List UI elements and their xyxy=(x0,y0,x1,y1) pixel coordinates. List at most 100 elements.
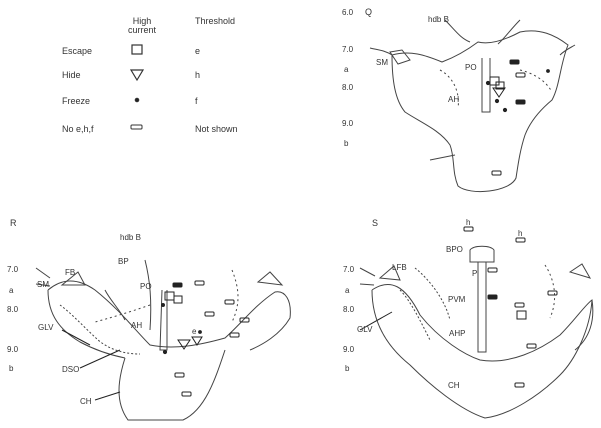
label-r-po: PO xyxy=(140,282,152,291)
label-q-sm: SM xyxy=(376,58,388,67)
label-r-sm: SM xyxy=(37,280,49,289)
marker-dot xyxy=(162,349,168,355)
panel-s-markers xyxy=(463,226,558,388)
axis-r-9: 9.0 xyxy=(7,345,19,354)
marker-bar xyxy=(487,267,498,273)
axis-q-6: 6.0 xyxy=(342,8,354,17)
marker-square xyxy=(173,295,183,304)
label-s-h2: h xyxy=(518,229,523,238)
label-r-ch: CH xyxy=(80,397,92,406)
legend-threshold-not-shown: Not shown xyxy=(195,124,238,134)
panel-r-outline xyxy=(35,259,291,421)
legend-threshold-e: e xyxy=(195,46,201,56)
axis-q-b: b xyxy=(344,139,349,148)
marker-bar xyxy=(224,299,235,305)
marker-bar xyxy=(515,99,526,105)
panel-s-pointers xyxy=(359,311,393,331)
marker-bar xyxy=(487,294,498,300)
label-s-h1: h xyxy=(466,218,471,227)
label-q-ah: AH xyxy=(448,95,460,104)
label-s-glv: GLV xyxy=(357,325,373,334)
axis-q-a: a xyxy=(344,65,349,74)
marker-dot xyxy=(502,107,508,113)
legend-label-escape: Escape xyxy=(62,46,93,56)
panel-q-outline xyxy=(369,19,576,192)
marker-bar xyxy=(181,391,192,397)
marker-dot xyxy=(494,98,500,104)
axis-r-a: a xyxy=(9,286,14,295)
marker-bar xyxy=(172,282,183,288)
marker-dot xyxy=(161,303,165,307)
panel-r-markers xyxy=(161,280,250,397)
axis-s-8: 8.0 xyxy=(343,305,355,314)
marker-triangle xyxy=(177,339,191,350)
legend-header-threshold: Threshold xyxy=(195,16,236,26)
marker-bar xyxy=(509,59,520,65)
label-r-bp: BP xyxy=(118,257,129,266)
marker-bar xyxy=(514,302,525,308)
legend-label-no-ehf: No e,h,f xyxy=(62,124,94,134)
triangle-down-icon xyxy=(129,69,145,82)
label-s-ch: CH xyxy=(448,381,460,390)
panel-s-outline xyxy=(359,245,594,419)
label-r-hdb: hdb B xyxy=(120,233,141,242)
label-q-hdb: hdb B xyxy=(428,15,449,24)
legend-header-high-current: High current xyxy=(127,16,156,35)
panel-r-pointers xyxy=(61,329,121,401)
marker-bar xyxy=(229,332,240,338)
axis-q-7: 7.0 xyxy=(342,45,354,54)
label-r-e: e xyxy=(192,327,197,336)
marker-bar xyxy=(239,317,250,323)
marker-bar xyxy=(547,290,558,296)
label-q-po: PO xyxy=(465,63,477,72)
axis-r-8: 8.0 xyxy=(7,305,19,314)
bar-icon xyxy=(130,124,143,130)
label-s-ah: AHP xyxy=(449,329,466,338)
marker-square xyxy=(489,76,500,86)
legend-threshold-f: f xyxy=(195,96,198,106)
axis-s-7: 7.0 xyxy=(343,265,355,274)
marker-bar xyxy=(514,382,525,388)
marker-bar xyxy=(463,226,474,232)
label-s-p: P xyxy=(472,269,478,278)
marker-square xyxy=(164,291,175,301)
marker-dot xyxy=(198,330,202,334)
marker-dot xyxy=(546,69,550,73)
axis-q-8: 8.0 xyxy=(342,83,354,92)
axis-s-9: 9.0 xyxy=(343,345,355,354)
axis-s-b: b xyxy=(345,364,350,373)
marker-square xyxy=(516,310,527,320)
axis-r-7: 7.0 xyxy=(7,265,19,274)
marker-bar xyxy=(174,372,185,378)
legend-threshold-h: h xyxy=(195,70,201,80)
label-r-ah: AH xyxy=(131,321,143,330)
marker-bar xyxy=(194,280,205,286)
panel-letter-s: S xyxy=(372,218,379,228)
legend-label-freeze: Freeze xyxy=(62,96,91,106)
marker-bar xyxy=(515,72,526,78)
dot-icon xyxy=(134,97,140,103)
panel-q-markers xyxy=(485,59,550,176)
marker-dot xyxy=(485,80,491,86)
label-r-glv: GLV xyxy=(38,323,54,332)
label-s-pvm: PVM xyxy=(448,295,466,304)
label-r-fb: FB xyxy=(65,268,76,277)
axis-q-9: 9.0 xyxy=(342,119,354,128)
marker-bar xyxy=(204,311,215,317)
marker-square xyxy=(495,81,505,90)
marker-triangle xyxy=(492,87,506,98)
label-r-dso: DSO xyxy=(62,365,80,374)
marker-bar xyxy=(515,237,526,243)
panel-letter-q: Q xyxy=(365,7,373,17)
label-s-lfb: LFB xyxy=(392,263,407,272)
legend-label-hide: Hide xyxy=(62,70,81,80)
marker-bar xyxy=(526,343,537,349)
marker-triangle xyxy=(191,336,203,346)
panel-letter-r: R xyxy=(10,218,17,228)
square-icon xyxy=(131,44,143,55)
label-s-bp: BPO xyxy=(446,245,463,254)
marker-bar xyxy=(491,170,502,176)
axis-r-b: b xyxy=(9,364,14,373)
axis-s-a: a xyxy=(345,286,350,295)
